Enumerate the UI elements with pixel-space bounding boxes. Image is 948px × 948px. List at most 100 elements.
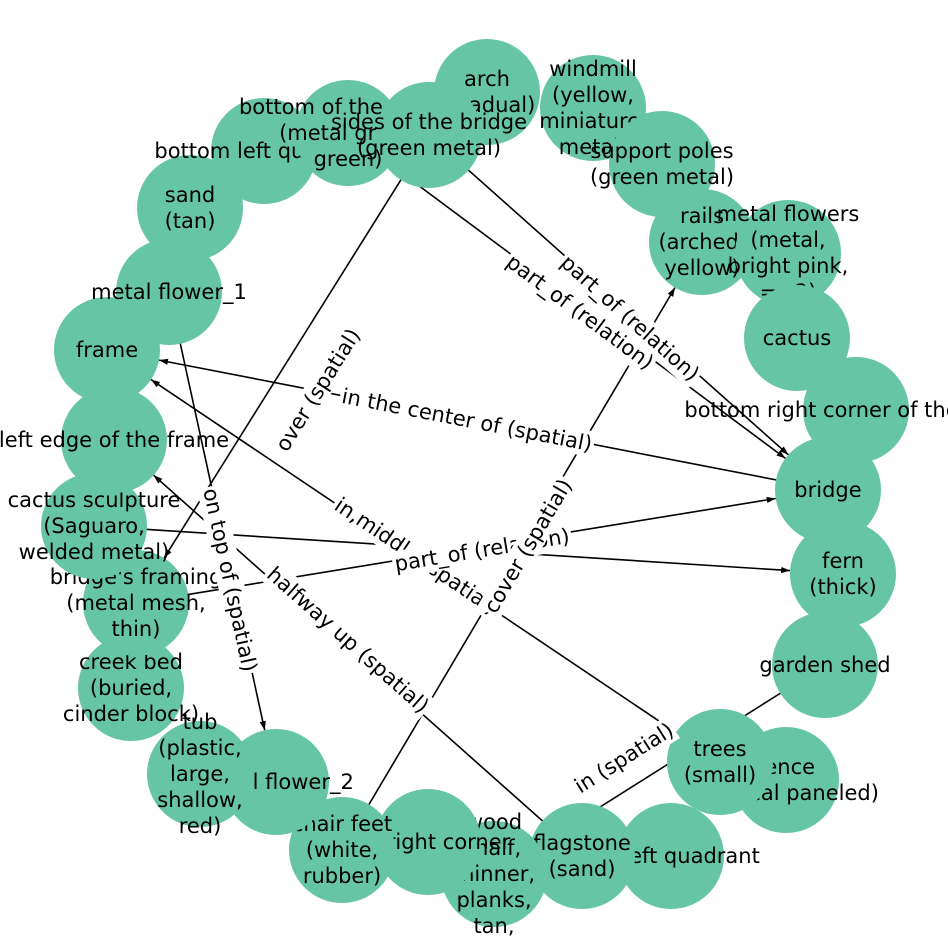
node-circle [147,721,253,827]
node-circle [529,803,635,909]
node-label-line: yellow) [664,256,739,280]
node-label-line: sides of the bridge [331,110,527,134]
node-label-line: garden shed [759,653,890,677]
node-label-line: (metal mesh, [66,591,205,615]
node-circle [78,635,184,741]
node-circle [211,98,317,204]
edge-label-text: in (spatial) [570,718,678,798]
node-circle [744,285,850,391]
node-circle [41,473,147,579]
node-circle [803,357,909,463]
node-circle [772,612,878,718]
edge-label-text: halfway up (spatial) [262,562,433,718]
node-metal-flower-1: metal flower_1 [91,239,247,345]
node-label-line: left edge of the frame [0,428,229,452]
node-label-line: (tan) [165,209,216,233]
node-label-line: rubber) [303,864,381,888]
edge-label-bg [477,472,579,620]
node-sides-of-bridge: sides of the bridge(green metal) [331,82,527,188]
node-label-line: (white, [306,838,378,862]
node-left-edge: left edge of the frame [0,387,229,493]
edge-label-bridge-to-frame: in the center of (spatial) [337,382,597,458]
node-garden-shed: garden shed [759,612,891,718]
edge-labels-layer: part_of (relation)over (spatial)part_of … [196,247,707,801]
node-label-line: (yellow, [552,83,634,107]
node-circle [618,803,724,909]
node-sand: sand(tan) [137,155,243,261]
node-circle [375,789,481,895]
node-label-line: thin) [112,617,161,641]
edge-label-garden_shed-to-wood: in (spatial) [567,716,680,801]
edge-label-flagstone-to-left_edge: halfway up (spatial) [260,559,436,721]
node-label-line: (metal, [750,228,825,252]
node-label-line: metal flowers [717,202,860,226]
node-label-line: cactus sculpture [8,488,181,512]
node-circle [295,80,401,186]
node-cactus: cactus [744,285,850,391]
node-label-line: rails [680,204,724,228]
node-label-line: (green metal) [590,165,734,189]
node-label-line: cinder block) [63,702,199,726]
node-circle [790,521,896,627]
node-circle [61,387,167,493]
node-label-line: tub [183,710,218,734]
node-bridges-framing: bridge's framing(metal mesh,thin) [50,550,222,656]
node-label-line: welded metal) [19,540,170,564]
node-label-line: metal flower_1 [91,280,247,305]
node-bottom-right-corner: bottom right corner of the frame [684,357,948,463]
node-label-line: fern [822,549,864,573]
node-label-line: (plastic, [158,736,241,760]
node-label-line: planks, [456,888,531,912]
node-chair-feet: chair feet(white,rubber) [289,797,395,903]
node-label-line: green) [314,147,383,171]
node-circle [137,155,243,261]
edge-label-bg [567,716,680,801]
edge-label-bg [268,322,368,458]
node-circle [649,189,755,295]
node-trees: trees(small) [667,709,773,815]
node-circle [667,709,773,815]
node-circle [609,111,715,217]
node-circle [116,239,222,345]
node-label-line: windmill [549,57,637,81]
node-label-line: (small) [684,763,756,787]
node-label-line: sand [165,183,215,207]
node-circle [289,797,395,903]
nodes-layer: arch(gradual)windmill(yellow,miniature,m… [0,39,948,938]
node-label-line: (green metal) [357,136,501,160]
node-label-line: support poles [590,139,733,163]
node-support-poles: support poles(green metal) [590,111,734,217]
node-label-line: flagstone [533,831,631,855]
node-circle [735,200,841,306]
edge-label-bg [337,382,597,458]
node-label-line: large, [170,762,230,786]
node-label-line: (arched, [658,230,745,254]
node-fern: fern(thick) [790,521,896,627]
node-tub: tub(plastic,large,shallow,red) [147,710,253,838]
node-bridge: bridge [775,437,881,543]
node-metal-flowers: metal flowers(metal,bright pink,==2) [717,200,860,306]
node-circle [775,437,881,543]
edge-label-bg [553,248,707,389]
node-rails: rails(arched,yellow) [649,189,755,295]
node-label-line: trees [693,737,746,761]
node-circle [376,82,482,188]
node-label-line: (buried, [90,676,172,700]
edge-label-bg [260,559,436,721]
node-flagstone: flagstone(sand) [529,803,635,909]
node-label-line: red) [179,814,222,838]
node-label-line: frame [76,338,138,362]
node-label-line: (thick) [809,575,876,599]
node-label-line: bottom right corner of the frame [684,398,948,422]
node-label-line: cactus [763,326,831,350]
node-label-line: tan, [473,914,514,938]
node-label-line: bright pink, [728,254,849,278]
edge-label-bg [196,483,264,677]
edge-label-text: in the center of (spatial) [340,384,594,456]
node-label-line: arch [464,67,510,91]
node-label-line: shallow, [157,788,243,812]
edge-label-bg [499,247,661,378]
node-label-line: bridge [794,478,861,502]
node-label-line: (Saguaro, [43,514,145,538]
